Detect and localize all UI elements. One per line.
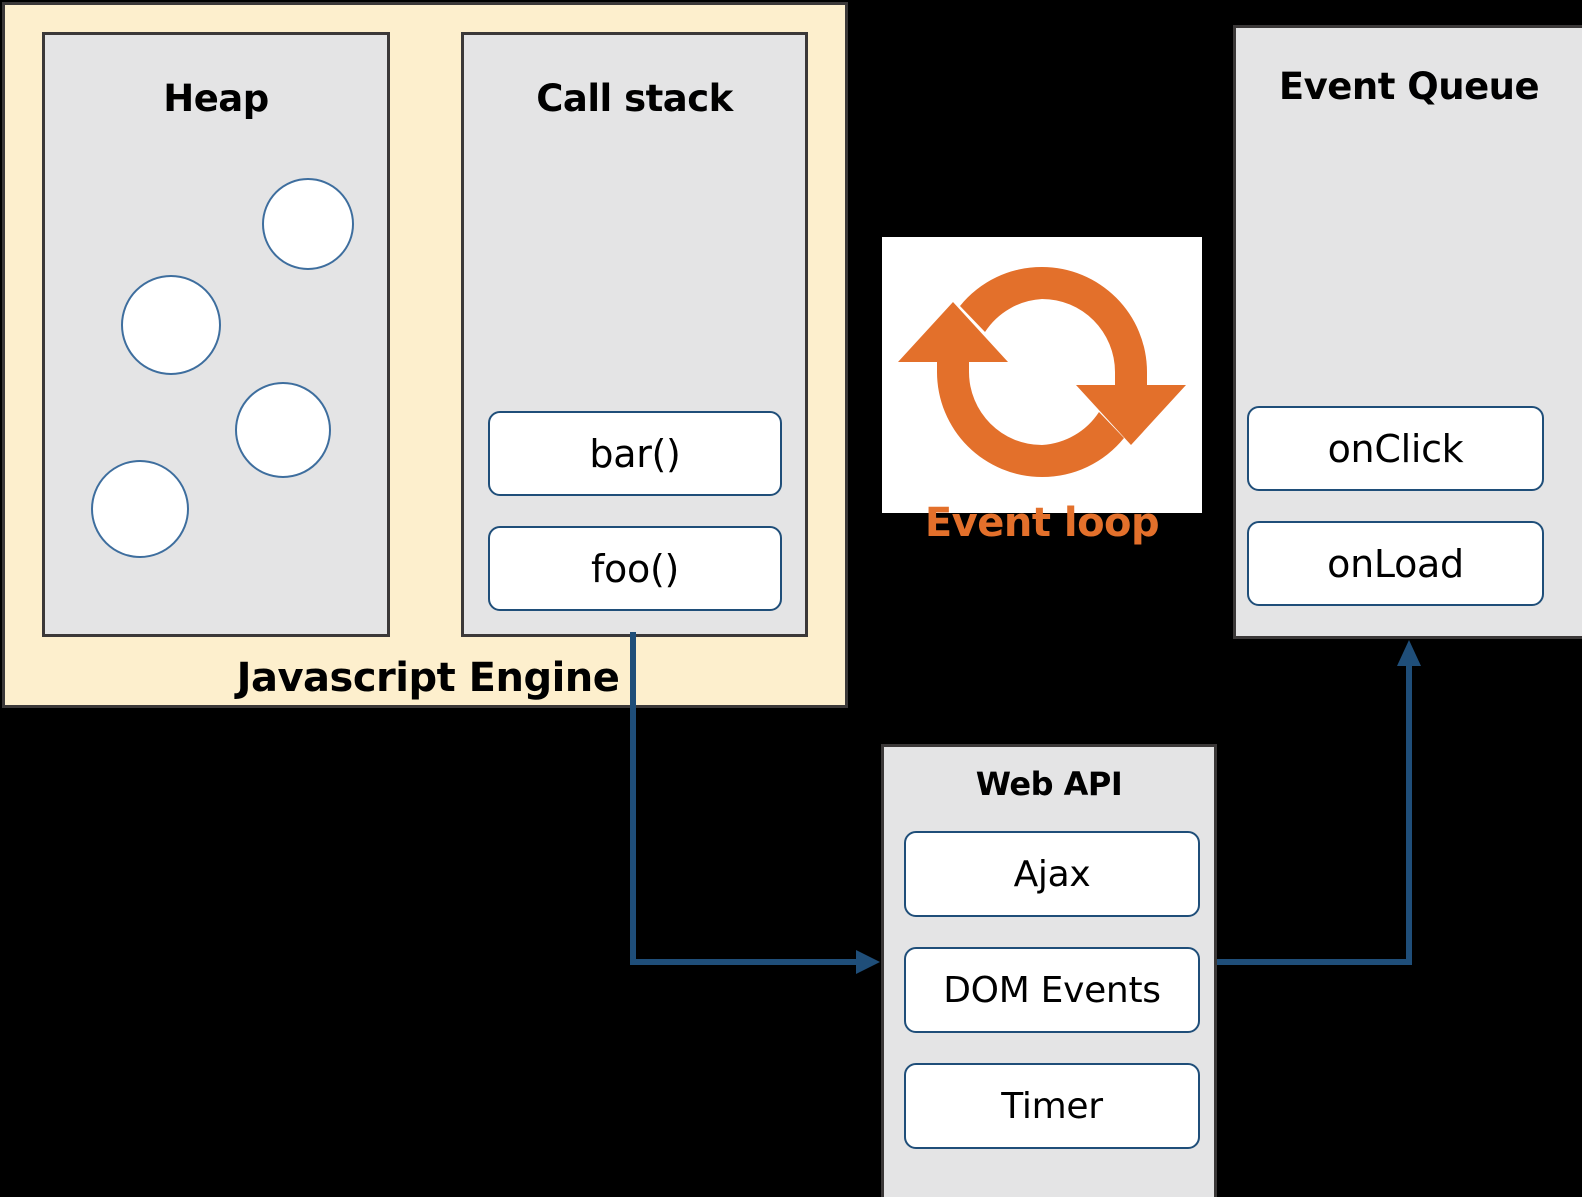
event-loop-label: Event loop xyxy=(924,500,1160,546)
heap-object-1 xyxy=(262,178,354,270)
web-api-item-timer[interactable]: Timer xyxy=(904,1063,1200,1149)
web-api-item-ajax[interactable]: Ajax xyxy=(904,831,1200,917)
event-queue-title: Event Queue xyxy=(1278,65,1540,108)
connector-webapi-to-eventqueue xyxy=(1217,640,1421,965)
event-queue-item-label: onLoad xyxy=(1327,541,1464,586)
event-queue-item-label: onClick xyxy=(1327,426,1464,471)
call-stack-frame-bar[interactable]: bar() xyxy=(488,411,782,496)
web-api-item-dom-events[interactable]: DOM Events xyxy=(904,947,1200,1033)
javascript-engine-label: Javascript Engine xyxy=(236,655,620,701)
event-loop-tile xyxy=(882,237,1202,513)
event-queue-item-onclick[interactable]: onClick xyxy=(1247,406,1544,491)
call-stack-frame-label: bar() xyxy=(589,431,681,476)
call-stack-frame-foo[interactable]: foo() xyxy=(488,526,782,611)
event-queue-panel: Event Queue onClick onLoad xyxy=(1233,25,1582,639)
web-api-item-label: DOM Events xyxy=(943,969,1161,1011)
web-api-title: Web API xyxy=(975,765,1123,803)
heap-object-2 xyxy=(121,275,221,375)
web-api-panel: Web API Ajax DOM Events Timer xyxy=(881,744,1217,1197)
heap-object-3 xyxy=(235,382,331,478)
event-queue-item-onload[interactable]: onLoad xyxy=(1247,521,1544,606)
web-api-item-label: Timer xyxy=(1001,1085,1103,1127)
heap-panel: Heap xyxy=(42,32,390,637)
call-stack-panel: Call stack bar() foo() xyxy=(461,32,808,637)
call-stack-frame-label: foo() xyxy=(590,546,680,591)
web-api-item-label: Ajax xyxy=(1013,853,1091,895)
heap-object-4 xyxy=(91,460,189,558)
call-stack-title: Call stack xyxy=(536,77,733,120)
heap-title: Heap xyxy=(163,77,269,120)
javascript-engine-container: Heap Call stack bar() foo() Javascript E… xyxy=(2,2,848,708)
circular-arrows-icon xyxy=(898,266,1186,478)
